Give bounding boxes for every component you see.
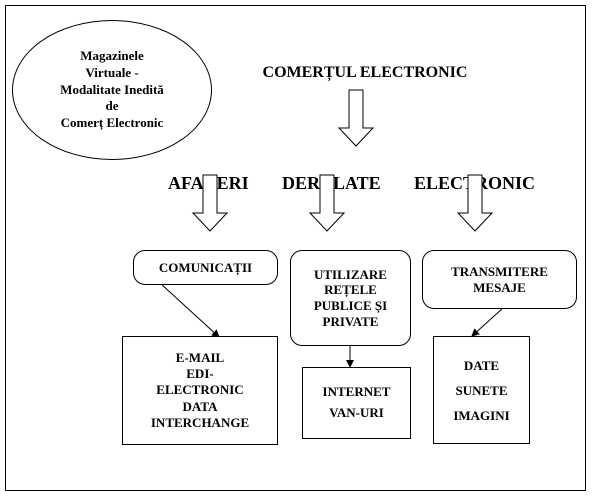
- result-spacer: [453, 397, 509, 409]
- category-label-line: COMUNICAȚII: [158, 259, 253, 275]
- result-line: INTERCHANGE: [150, 414, 250, 430]
- result-line: E-MAIL: [175, 349, 225, 365]
- category-box-utilizare-retele: UTILIZARE REȚELE PUBLICE ȘI PRIVATE: [290, 250, 411, 346]
- ellipse-line: Virtuale -: [85, 64, 139, 80]
- block-arrow-down-main: [337, 89, 375, 147]
- category-label-line: MESAJE: [473, 279, 526, 295]
- connector-arrow-right: [471, 307, 504, 337]
- result-box-email-edi: E-MAIL EDI- ELECTRONIC DATA INTERCHANGE: [122, 336, 278, 445]
- connector-arrow-left: [159, 282, 220, 338]
- category-label-line: TRANSMITERE: [451, 263, 548, 279]
- result-line: VAN-URI: [329, 405, 384, 420]
- category-box-transmitere-mesaje: TRANSMITERE MESAJE: [422, 250, 577, 309]
- result-line: SUNETE: [455, 382, 508, 398]
- result-line: EDI-: [186, 366, 214, 382]
- result-line: DATE: [463, 357, 500, 373]
- main-heading: COMERȚUL ELECTRONIC: [262, 64, 468, 81]
- category-label-line: PUBLICE ȘI: [313, 298, 388, 313]
- title-ellipse: Magazinele Virtuale - Modalitate Inedită…: [12, 20, 212, 160]
- category-box-comunicatii: COMUNICAȚII: [133, 250, 278, 285]
- result-line: INTERNET: [322, 384, 391, 400]
- block-arrow-down-left: [191, 174, 229, 232]
- result-line: IMAGINI: [453, 407, 510, 423]
- result-spacer: [453, 372, 509, 384]
- category-label-line: REȚELE: [324, 282, 377, 298]
- diagram-frame: [5, 5, 586, 491]
- result-line: DATA: [182, 398, 218, 414]
- result-box-internet-van: INTERNET VAN-URI: [302, 367, 411, 439]
- block-arrow-down-middle: [308, 174, 346, 232]
- ellipse-line: Magazinele: [80, 47, 144, 63]
- ellipse-line: de: [105, 98, 119, 114]
- result-box-date-sunete-imagini: DATE SUNETE IMAGINI: [433, 336, 530, 444]
- ellipse-line: Modalitate Inedită: [60, 81, 164, 97]
- category-label-line: UTILIZARE: [314, 266, 387, 282]
- result-line: ELECTRONIC: [156, 382, 244, 398]
- ellipse-line: Comerț Electronic: [60, 115, 164, 131]
- category-label-line: PRIVATE: [322, 313, 379, 329]
- block-arrow-down-right: [456, 174, 494, 232]
